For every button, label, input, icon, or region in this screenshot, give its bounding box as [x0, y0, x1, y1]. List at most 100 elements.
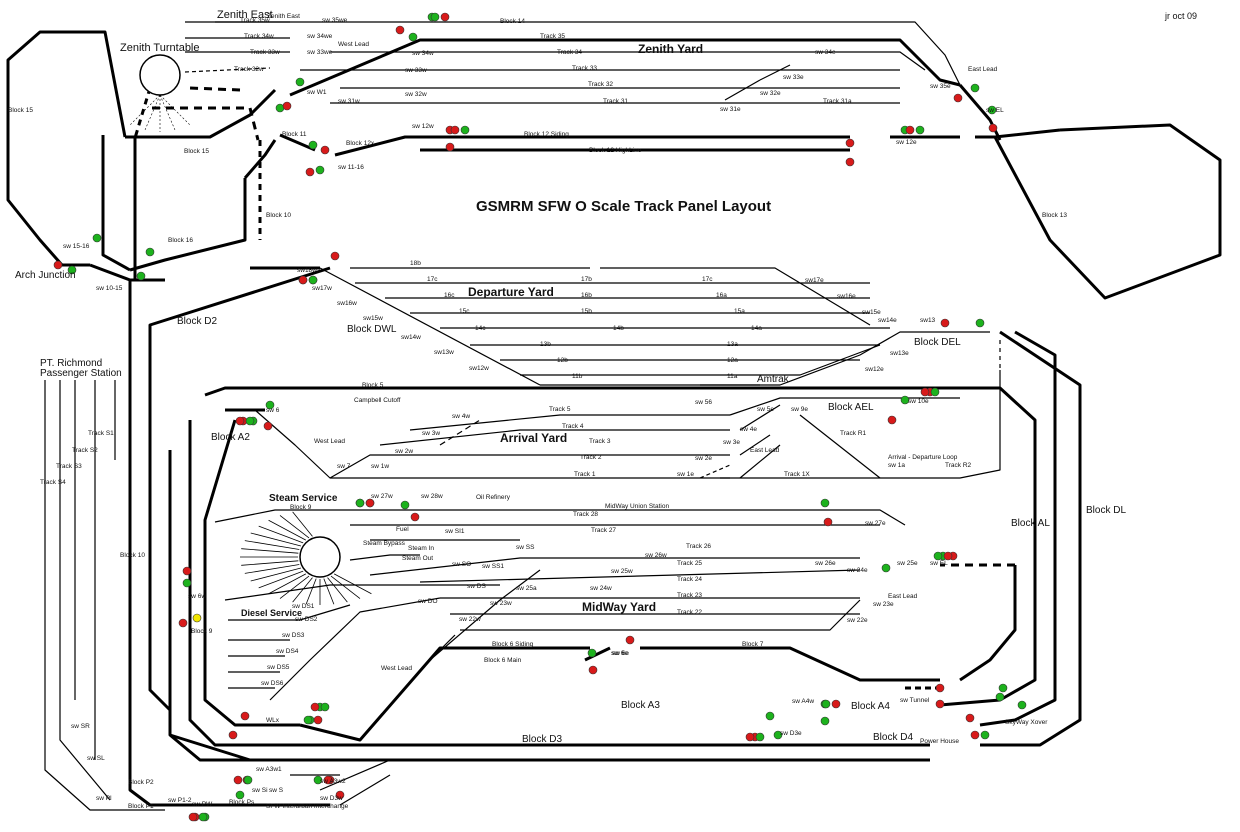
signal-light[interactable]	[240, 711, 250, 721]
signal-light[interactable]	[365, 498, 375, 508]
signal-light[interactable]	[933, 551, 943, 561]
signal-light[interactable]	[245, 416, 255, 426]
signal-light[interactable]	[988, 123, 998, 133]
signal-light[interactable]	[228, 730, 238, 740]
signal-light[interactable]	[943, 551, 953, 561]
signal-light[interactable]	[940, 318, 950, 328]
signal-light[interactable]	[315, 165, 325, 175]
signal-light[interactable]	[145, 247, 155, 257]
turntable-ray	[268, 573, 307, 595]
signal-light[interactable]	[243, 775, 253, 785]
signal-light[interactable]	[320, 702, 330, 712]
signal-light[interactable]	[355, 498, 365, 508]
signal-light[interactable]	[310, 702, 320, 712]
track-label: 13a	[727, 341, 738, 348]
signal-light[interactable]	[235, 790, 245, 800]
signal-light[interactable]	[136, 271, 146, 281]
switch-label: sw DS2	[295, 616, 318, 623]
signal-light[interactable]	[823, 517, 833, 527]
signal-light[interactable]	[987, 105, 997, 115]
signal-light[interactable]	[887, 415, 897, 425]
signal-light[interactable]	[265, 400, 275, 410]
signal-light[interactable]	[970, 83, 980, 93]
block-label: Block A4	[851, 701, 890, 712]
signal-light[interactable]	[178, 618, 188, 628]
signal-light[interactable]	[313, 775, 323, 785]
signal-light[interactable]	[400, 500, 410, 510]
signal-light[interactable]	[408, 32, 418, 42]
signal-light[interactable]	[755, 732, 765, 742]
signal-light[interactable]	[92, 233, 102, 243]
signal-light[interactable]	[900, 395, 910, 405]
signal-light[interactable]	[765, 711, 775, 721]
signal-light[interactable]	[303, 715, 313, 725]
signal-light[interactable]	[1017, 700, 1027, 710]
signal-light[interactable]	[881, 563, 891, 573]
signal-light[interactable]	[915, 125, 925, 135]
signal-light[interactable]	[295, 77, 305, 87]
signal-light[interactable]	[588, 665, 598, 675]
track-label: 15a	[734, 308, 745, 315]
signal-light[interactable]	[445, 142, 455, 152]
signal-light[interactable]	[995, 692, 1005, 702]
signal-light[interactable]	[450, 125, 460, 135]
signal-light[interactable]	[182, 578, 192, 588]
signal-light[interactable]	[323, 775, 333, 785]
signal-light[interactable]	[745, 732, 755, 742]
signal-light[interactable]	[845, 138, 855, 148]
signal-light[interactable]	[953, 93, 963, 103]
signal-light[interactable]	[935, 683, 945, 693]
signal-light[interactable]	[845, 157, 855, 167]
signal-light[interactable]	[430, 12, 440, 22]
signal-light[interactable]	[970, 730, 980, 740]
signal-light[interactable]	[320, 145, 330, 155]
signal-light[interactable]	[192, 613, 202, 623]
signal-light[interactable]	[233, 775, 243, 785]
track-label: Track 2	[580, 454, 602, 461]
signal-light[interactable]	[980, 730, 990, 740]
signal-light[interactable]	[820, 498, 830, 508]
track-label: Track R2	[945, 462, 972, 469]
signal-light[interactable]	[282, 101, 292, 111]
track-line	[133, 87, 152, 139]
signal-light[interactable]	[831, 699, 841, 709]
block-label: Block 10	[266, 212, 291, 219]
signal-light[interactable]	[198, 812, 208, 822]
signal-light[interactable]	[188, 812, 198, 822]
signal-light[interactable]	[773, 730, 783, 740]
signal-light[interactable]	[308, 140, 318, 150]
signal-light[interactable]	[440, 12, 450, 22]
turntable-ray	[268, 519, 307, 541]
switch-label: sw Si	[252, 787, 268, 794]
signal-light[interactable]	[67, 265, 77, 275]
signal-light[interactable]	[182, 566, 192, 576]
signal-light[interactable]	[965, 713, 975, 723]
signal-light[interactable]	[53, 260, 63, 270]
signal-light[interactable]	[905, 125, 915, 135]
signal-light[interactable]	[821, 699, 831, 709]
signal-light[interactable]	[335, 790, 345, 800]
signal-light[interactable]	[920, 387, 930, 397]
block-label: Block DWL	[347, 324, 397, 335]
signal-light[interactable]	[305, 167, 315, 177]
signal-light[interactable]	[975, 318, 985, 328]
signal-light[interactable]	[460, 125, 470, 135]
signal-light[interactable]	[298, 275, 308, 285]
signal-light[interactable]	[263, 421, 273, 431]
signal-light[interactable]	[930, 387, 940, 397]
signal-light[interactable]	[625, 635, 635, 645]
signal-light[interactable]	[395, 25, 405, 35]
signal-light[interactable]	[235, 416, 245, 426]
signal-light[interactable]	[820, 716, 830, 726]
switch-label: sw SL	[87, 755, 105, 762]
signal-light[interactable]	[998, 683, 1008, 693]
signal-light[interactable]	[410, 512, 420, 522]
signal-light[interactable]	[587, 648, 597, 658]
block-label: Block A3	[621, 700, 660, 711]
signal-light[interactable]	[935, 699, 945, 709]
signal-light[interactable]	[308, 275, 318, 285]
track-label: Track 26	[686, 543, 711, 550]
signal-light[interactable]	[313, 715, 323, 725]
track-line	[799, 414, 881, 479]
signal-light[interactable]	[330, 251, 340, 261]
